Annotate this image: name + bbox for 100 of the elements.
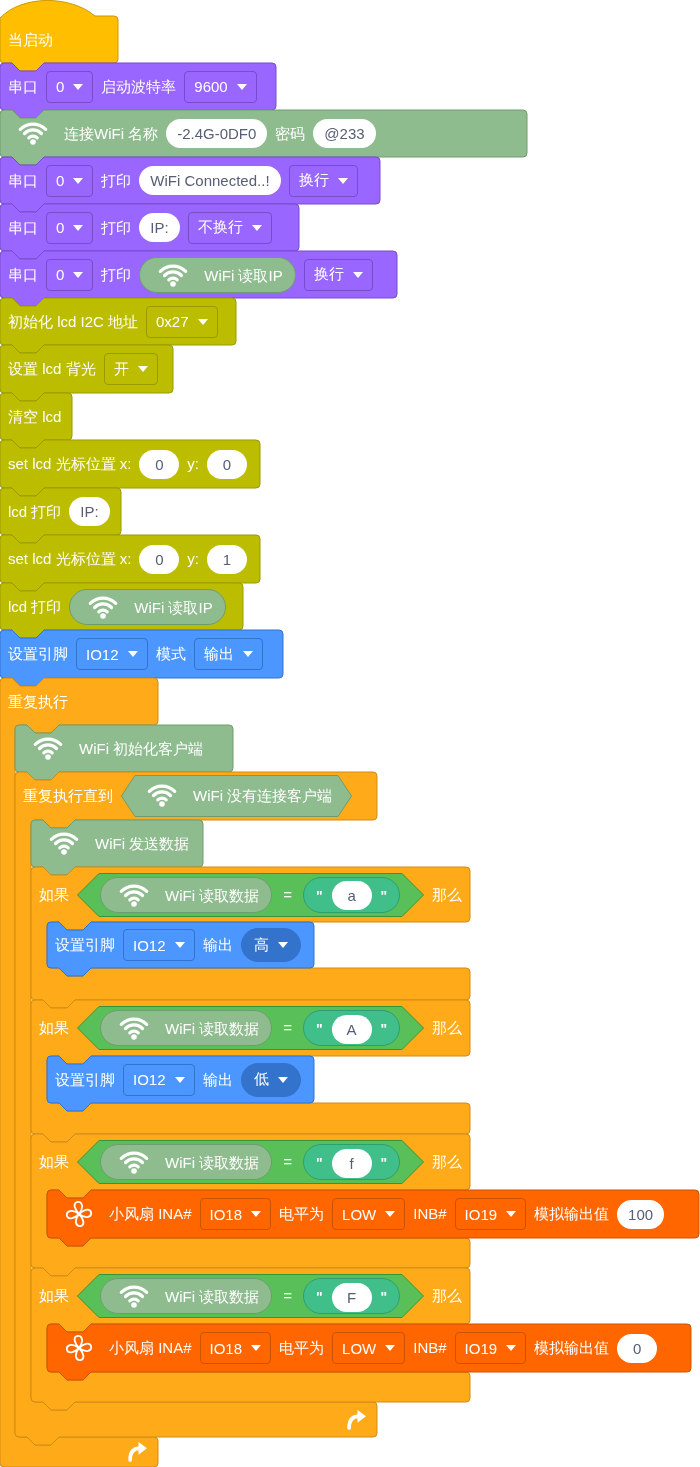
dropdown: 0 [46, 164, 94, 197]
command-block [0, 630, 283, 686]
comparison-block [77, 1006, 425, 1050]
block-label: INB# [413, 1205, 447, 1223]
block-label: 如果 [39, 1287, 69, 1305]
block-label: 设置引脚 [8, 645, 68, 663]
dropdown: IO18 [199, 1332, 272, 1364]
block-label: 小风扇 INA# [109, 1339, 192, 1357]
block-label: 那么 [432, 1153, 463, 1171]
block-label: 那么 [432, 885, 463, 904]
block-label: lcd 打印 [8, 502, 62, 521]
quote-mark: " [380, 1155, 388, 1171]
dropdown: IO19 [454, 1332, 527, 1364]
block-label: 如果 [39, 885, 69, 904]
dropdown: 0 [46, 211, 94, 244]
block-label: WiFi 没有连接客户端 [193, 787, 333, 805]
block-label: 模拟输出值 [534, 1339, 610, 1357]
reporter-block [69, 588, 226, 625]
dropdown: 输出 [193, 638, 263, 670]
reporter-block [100, 876, 273, 913]
block-label: 设置 lcd 背光 [8, 360, 96, 378]
quote-mark: " [315, 1155, 323, 1171]
block-label: set lcd 光标位置 x: [8, 550, 132, 568]
input-field: F [331, 1282, 372, 1312]
string-block [302, 1010, 401, 1046]
quote-mark: " [380, 1021, 388, 1037]
block-label: 串口 [8, 77, 38, 96]
if-then-block [31, 1000, 471, 1142]
dropdown: IO19 [454, 1198, 527, 1230]
block-label: WiFi 读取IP [134, 598, 213, 617]
command-block [47, 1056, 314, 1111]
block-label: 电平为 [279, 1339, 325, 1357]
block-label: set lcd 光标位置 x: [8, 455, 132, 473]
input-field: A [331, 1014, 372, 1044]
block-label: 那么 [432, 1019, 463, 1037]
quote-mark: " [315, 1289, 323, 1305]
if-then-block [31, 867, 471, 1008]
dropdown: 9600 [184, 70, 257, 103]
event-hat-block [0, 0, 118, 71]
quote-mark: " [315, 1021, 323, 1037]
block-label: 如果 [39, 1153, 69, 1171]
block-label: WiFi 发送数据 [95, 834, 190, 853]
input-field: f [331, 1148, 372, 1178]
input-field: @233 [313, 119, 376, 148]
dropdown: 换行 [288, 164, 358, 197]
comparison-block [77, 1140, 425, 1184]
dropdown: 换行 [303, 258, 373, 291]
equals-sign: = [283, 1019, 292, 1037]
quote-mark: " [380, 887, 388, 904]
command-block [0, 440, 260, 496]
block-label: 打印 [101, 265, 132, 284]
dropdown: LOW [332, 1332, 406, 1364]
block-label: 重复执行直到 [23, 787, 113, 805]
input-field: WiFi Connected..! [139, 166, 281, 195]
condition-block [121, 775, 353, 817]
dropdown: 开 [103, 353, 158, 385]
block-label: WiFi 读取数据 [165, 1154, 260, 1172]
block-label: WiFi 读取IP [204, 266, 283, 285]
dropdown: LOW [332, 1198, 406, 1230]
dropdown: 0 [46, 70, 94, 103]
block-label: 设置引脚 [55, 1070, 115, 1089]
block-label: 电平为 [279, 1205, 325, 1223]
dropdown: 不换行 [187, 211, 272, 244]
block-label: 串口 [8, 171, 38, 190]
block-label: y: [187, 550, 200, 568]
block-label: 那么 [432, 1287, 463, 1305]
string-block [302, 1144, 401, 1180]
command-block [0, 345, 173, 401]
block-label: 连接WiFi 名称 [64, 124, 159, 143]
quote-mark: " [380, 1289, 388, 1305]
dropdown: IO18 [199, 1198, 272, 1230]
block-label: 模式 [155, 645, 186, 663]
block-label: 设置引脚 [55, 936, 115, 954]
block-label: 打印 [101, 218, 132, 237]
reporter-block [100, 1278, 273, 1314]
equals-sign: = [283, 885, 292, 904]
block-label: 模拟输出值 [534, 1205, 610, 1223]
block-label: 输出 [202, 1070, 233, 1089]
block-label: WiFi 初始化客户端 [79, 739, 204, 758]
block-label: WiFi 读取数据 [165, 1288, 260, 1306]
block-label: WiFi 读取数据 [165, 1020, 260, 1038]
input-field: -2.4G-0DF0 [166, 119, 268, 148]
dropdown: IO12 [123, 929, 195, 961]
reporter-block [139, 256, 296, 293]
block-label: INB# [413, 1339, 447, 1357]
reporter-block [100, 1144, 273, 1180]
block-label: WiFi 读取数据 [165, 886, 260, 905]
dropdown: IO12 [76, 638, 148, 670]
block-label: 小风扇 INA# [109, 1205, 192, 1223]
input-field: a [331, 881, 372, 910]
command-block [47, 1324, 691, 1380]
block-label: lcd 打印 [8, 597, 62, 616]
block-label: 重复执行 [8, 692, 68, 711]
comparison-block [77, 872, 425, 917]
block-label: 启动波特率 [101, 77, 177, 96]
block-label: 清空 lcd [8, 407, 62, 426]
command-block [47, 922, 314, 976]
block-label: 密码 [275, 124, 306, 143]
block-label: 当启动 [8, 30, 53, 49]
string-block [302, 1278, 401, 1314]
